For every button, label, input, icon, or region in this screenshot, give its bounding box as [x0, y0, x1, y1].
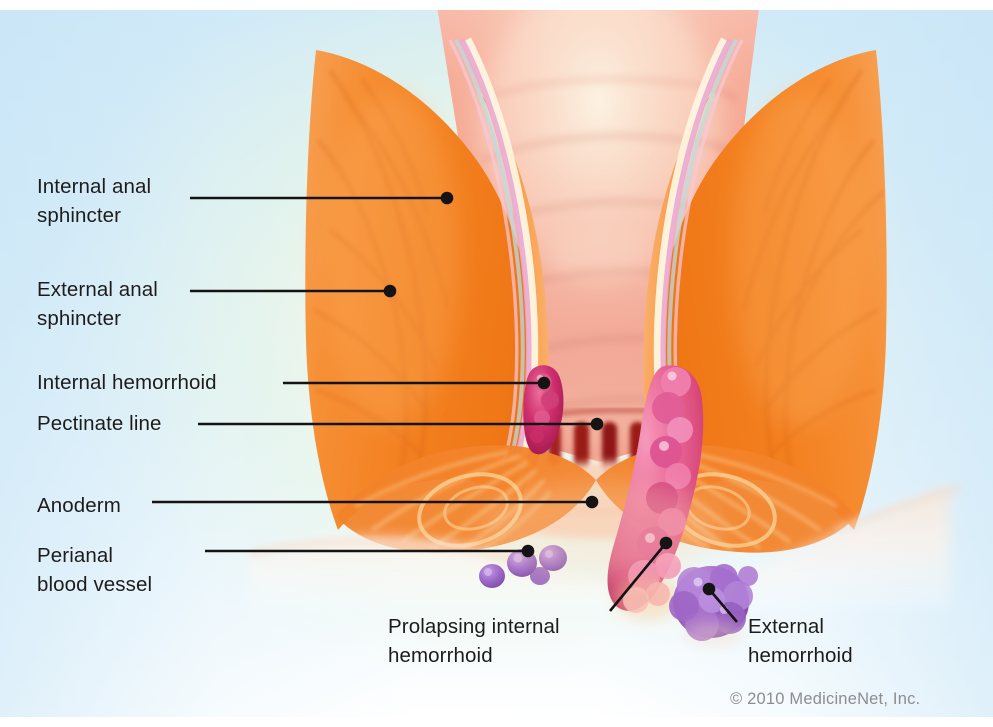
- label-line-1: External: [748, 615, 825, 638]
- anatomy-artwork: [249, 10, 961, 646]
- label-line-2: hemorrhoid: [748, 644, 853, 667]
- label-line-2: hemorrhoid: [388, 644, 493, 667]
- label-line-1: External anal: [37, 278, 158, 301]
- label-line-2: blood vessel: [37, 573, 153, 596]
- label-line-2: sphincter: [37, 204, 122, 227]
- label-prolapsing-internal-hemorrhoid: Prolapsing internal hemorrhoid: [388, 612, 560, 670]
- label-line-2: sphincter: [37, 307, 122, 330]
- label-line-1: Perianal: [37, 544, 114, 567]
- left-sphincter-group: [305, 37, 596, 553]
- label-external-hemorrhoid: External hemorrhoid: [748, 612, 853, 670]
- label-external-anal-sphincter: External anal sphincter: [37, 275, 158, 333]
- label-anoderm: Anoderm: [37, 494, 121, 517]
- label-line-1: Prolapsing internal: [388, 615, 560, 638]
- external-hemorrhoid: [669, 564, 758, 646]
- label-internal-hemorrhoid: Internal hemorrhoid: [37, 371, 217, 394]
- label-internal-anal-sphincter: Internal anal sphincter: [37, 172, 151, 230]
- label-pectinate-line: Pectinate line: [37, 412, 162, 435]
- copyright-notice: © 2010 MedicineNet, Inc.: [730, 690, 921, 708]
- perianal-skin: [249, 485, 961, 610]
- right-sphincter-group: [596, 37, 887, 553]
- label-perianal-blood-vessel: Perianal blood vessel: [37, 541, 152, 599]
- label-line-1: Internal anal: [37, 175, 152, 198]
